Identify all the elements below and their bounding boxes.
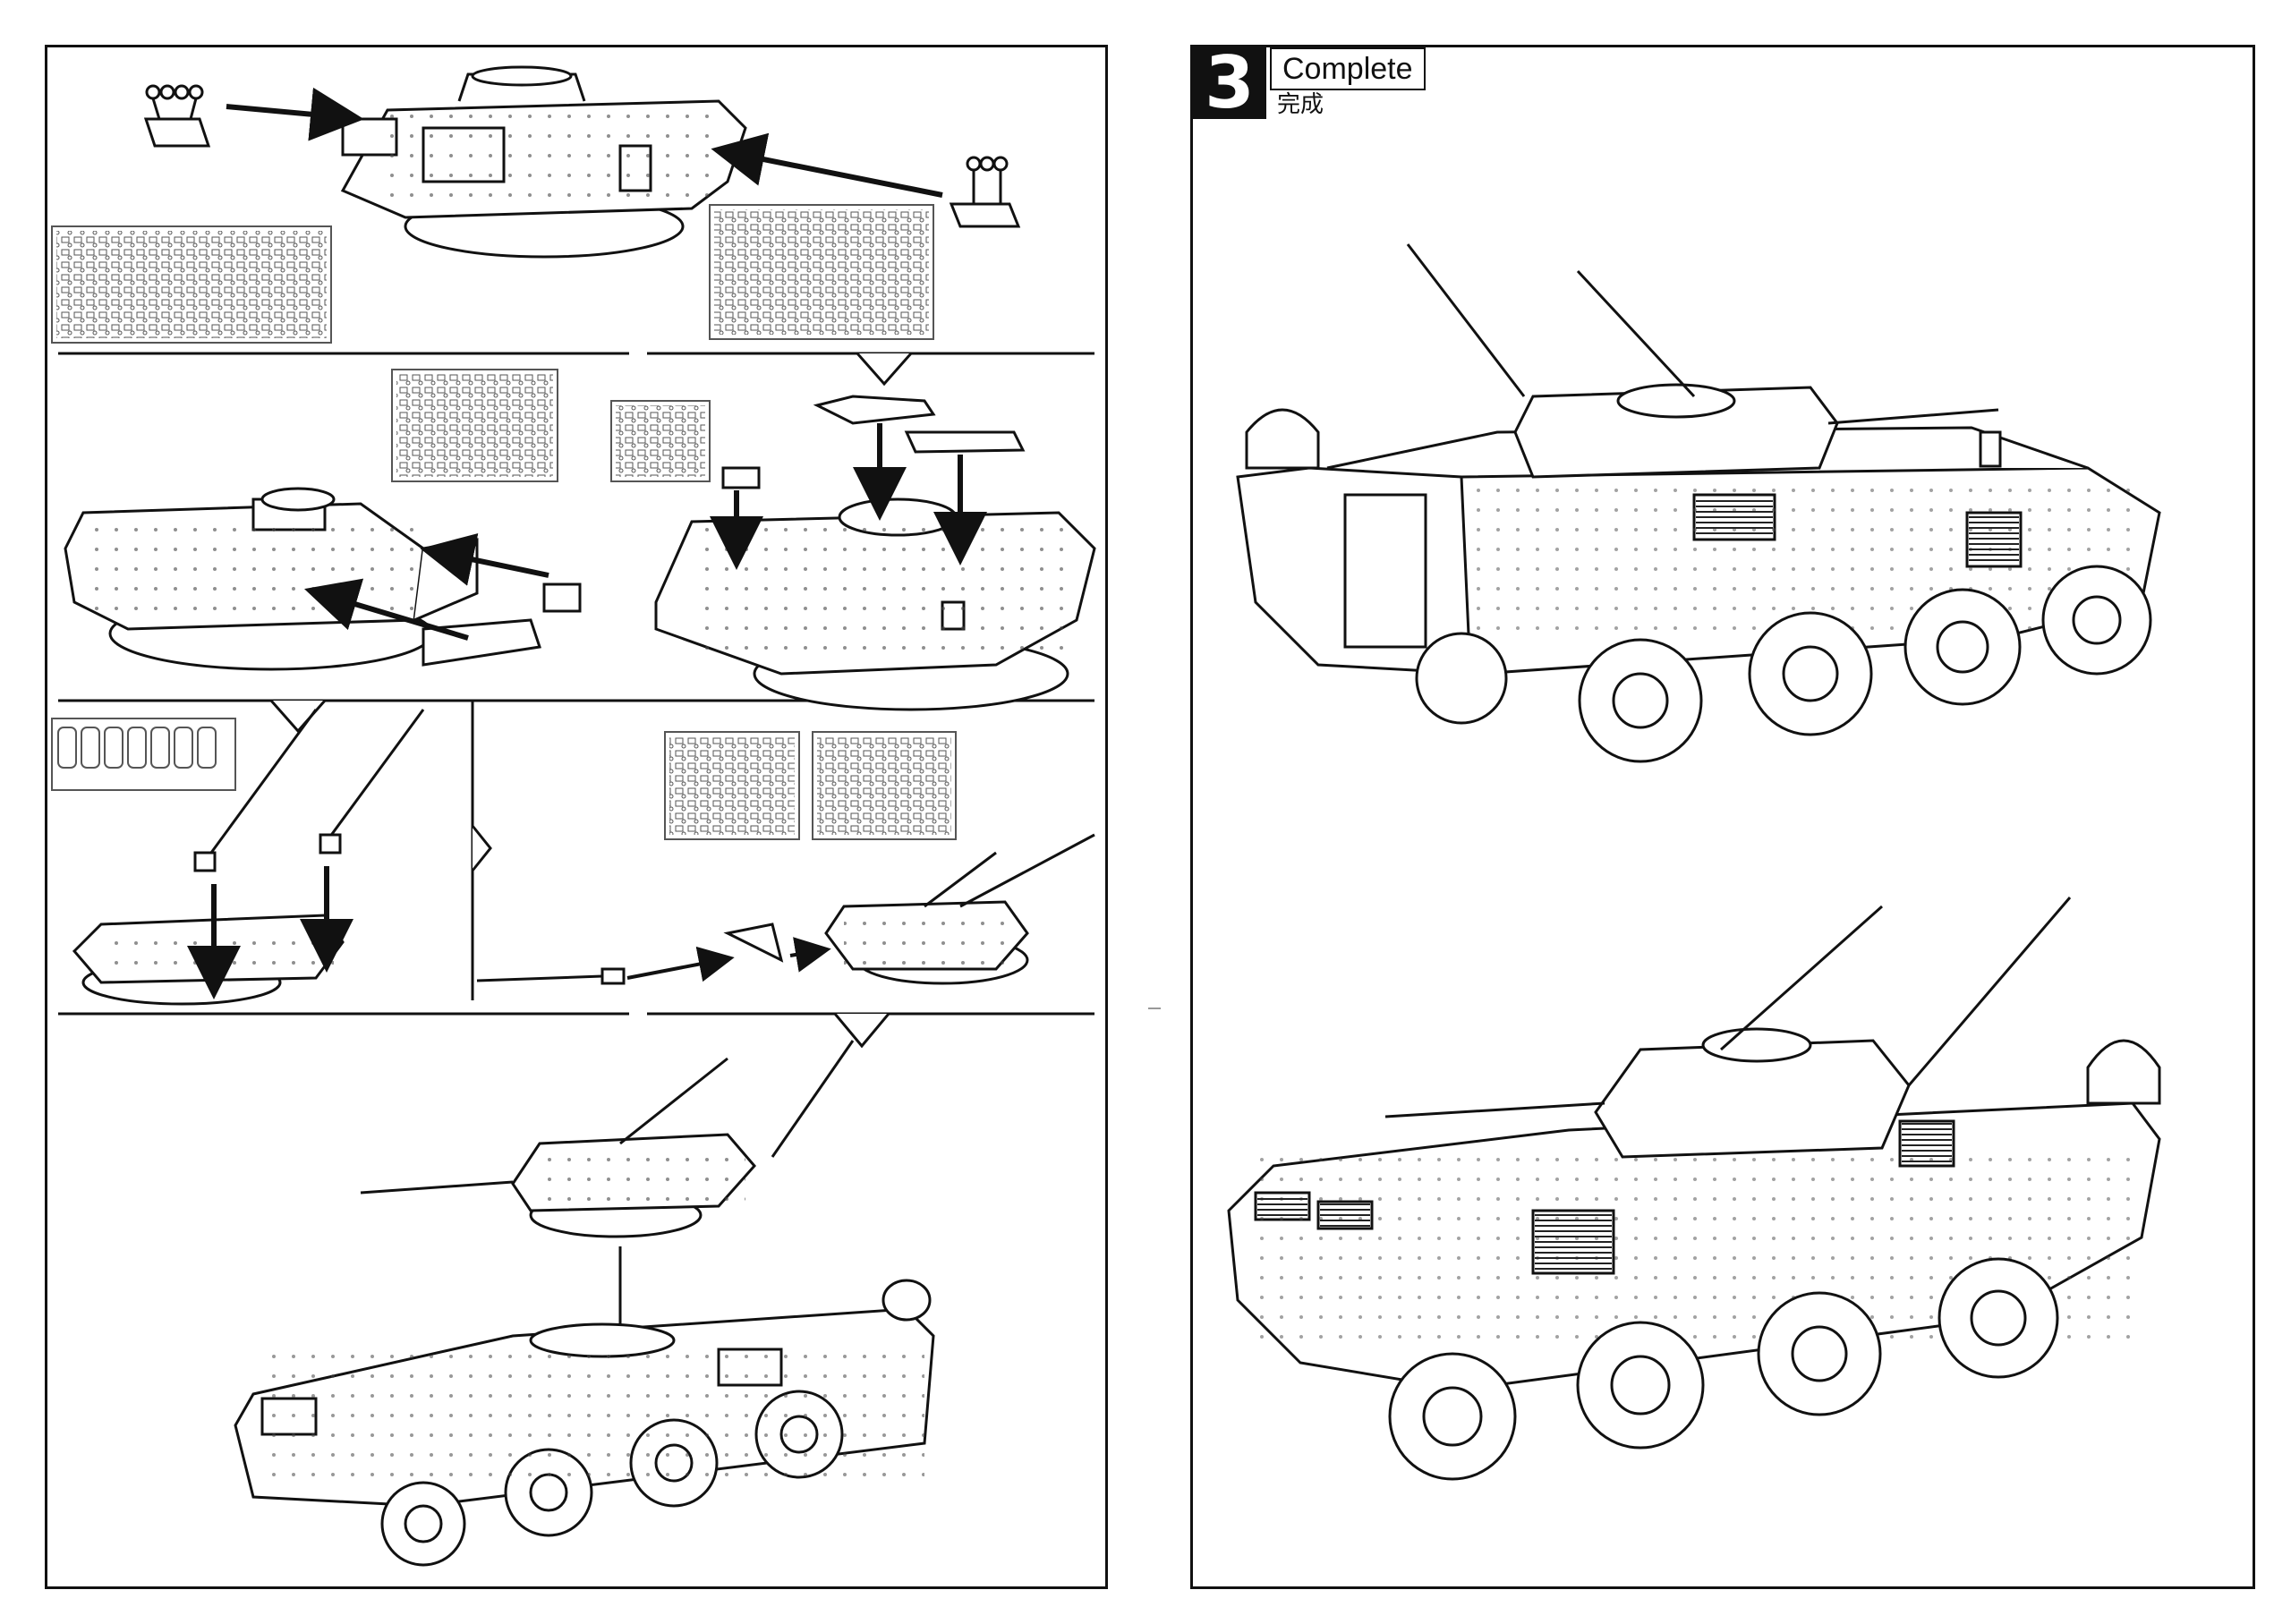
step-title-block: Complete 完成 [1270, 47, 1426, 119]
complete-step-panel: 3 Complete 完成 [1190, 45, 2255, 1589]
smoke-discharger-right [949, 156, 1021, 228]
assembly-illustrations [51, 65, 1096, 1567]
step-number: 3 [1193, 47, 1266, 119]
vehicle-front-wheels [1415, 565, 2152, 763]
smoke-discharger-left [143, 84, 211, 148]
step-subtitle: 完成 [1277, 91, 1324, 118]
turret-over-hull-drawing [360, 1040, 855, 1238]
assembly-steps-panel [45, 45, 1108, 1589]
step-title: Complete [1270, 47, 1426, 90]
vehicle-rear-wheels [1388, 1257, 2059, 1481]
page-gutter-mark [1148, 1008, 1161, 1009]
completed-vehicle-illustrations [1227, 243, 2161, 1481]
step-header: 3 Complete 完成 [1193, 47, 1426, 119]
